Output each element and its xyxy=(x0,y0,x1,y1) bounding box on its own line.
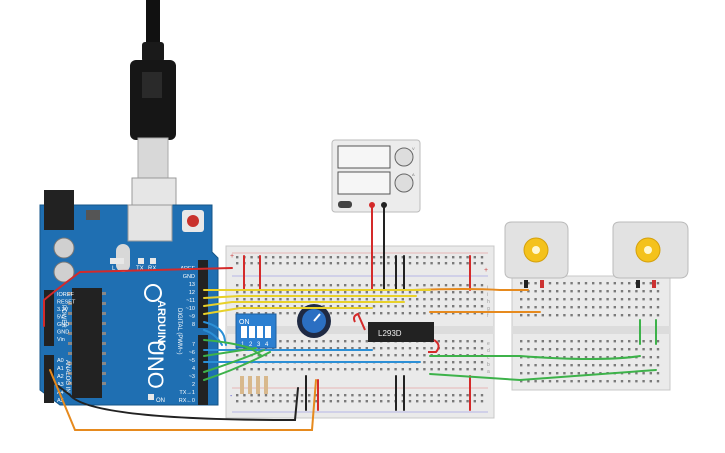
digital-pin-label: 8 xyxy=(192,322,195,328)
bb-row-letter: b xyxy=(487,362,490,368)
voltage-knob[interactable] xyxy=(394,147,414,167)
digital-pin-labels-bottom: 7 ~6 ~5 4 ~3 2TX→1RX←0 xyxy=(179,342,195,404)
analog-pin-label: A1 xyxy=(57,366,64,372)
led-tx-label: TX xyxy=(136,266,144,272)
bb-row-letter: h xyxy=(487,299,490,305)
wire-red-5v xyxy=(43,267,233,327)
digital-pin-label: 12 xyxy=(189,290,195,296)
digital-pin-label: TX→1 xyxy=(179,390,195,396)
potentiometer[interactable] xyxy=(297,304,331,338)
led-on xyxy=(148,394,154,400)
led-tx xyxy=(138,258,144,264)
power-pin-label: GND xyxy=(57,322,69,328)
analog-pin-label: A5 xyxy=(57,398,64,404)
digital-pin-label: 13 xyxy=(189,282,195,288)
digital-pin-label: ~10 xyxy=(186,306,195,312)
wire-blue-9 xyxy=(203,321,227,346)
bb-row-letter: d xyxy=(487,348,490,354)
led-l-label: L xyxy=(112,266,116,272)
dc-motor-right[interactable] xyxy=(612,221,689,288)
dip-number-1: 1 xyxy=(241,342,245,348)
power-header xyxy=(44,290,54,346)
power-pin-label: IOREF xyxy=(57,292,74,298)
bb-row-letter: f xyxy=(487,313,489,319)
analog-pin-label: A0 xyxy=(57,358,64,364)
arduino-board[interactable]: L TX RX ON ARDUINO UNO DIGITAL (PWM~) PO… xyxy=(39,190,219,406)
led-rx-label: RX xyxy=(148,266,156,272)
led-on-label: ON xyxy=(156,398,165,404)
digital-pin-label: ~5 xyxy=(189,358,195,364)
digital-pin-label: 2 xyxy=(192,382,195,388)
current-knob-label: A xyxy=(412,172,415,177)
led-l xyxy=(110,258,124,264)
bb-minus-label: - xyxy=(230,393,233,400)
bb-row-letter: e xyxy=(487,341,490,347)
current-display xyxy=(337,171,391,195)
bb-row-letter: g xyxy=(487,306,490,312)
chip-pins xyxy=(68,292,106,385)
bb-row-letter: c xyxy=(487,355,490,361)
power-pin-label: 3.3V xyxy=(57,307,69,313)
wire-green-motor xyxy=(429,355,641,360)
wire-black-gnd xyxy=(49,379,299,422)
digital-pin-label: ~9 xyxy=(189,314,195,320)
digital-pin-label: GND xyxy=(183,274,195,280)
wire-orange-analog xyxy=(49,369,317,431)
power-pin-label: Vin xyxy=(57,337,65,343)
bb-plus-label-right: + xyxy=(484,267,488,274)
voltage-display xyxy=(337,145,391,169)
digital-pin-label: ~11 xyxy=(186,298,195,304)
digital-header-bottom xyxy=(198,335,208,405)
bb-row-letter: i xyxy=(487,292,488,298)
digital-pin-label: ~6 xyxy=(189,350,195,356)
analog-title: ANALOG IN xyxy=(64,360,70,393)
chip-label: L293D xyxy=(378,329,402,338)
bb-plus-label: + xyxy=(230,253,234,260)
analog-pin-label: A3 xyxy=(57,382,64,388)
voltage-knob-label: V xyxy=(412,146,415,151)
power-pin-label: 5V xyxy=(57,315,64,321)
digital-pin-label: 7 xyxy=(192,342,195,348)
dip-switch[interactable]: ON 1 2 3 4 xyxy=(235,313,277,349)
dip-number-4: 4 xyxy=(265,342,269,348)
analog-pin-label: A2 xyxy=(57,374,64,380)
l293d-chip[interactable]: L293D xyxy=(353,312,440,353)
digital-pin-label: 4 xyxy=(192,366,195,372)
power-pin-label: RESET xyxy=(57,300,76,306)
power-switch[interactable] xyxy=(338,201,352,208)
wires xyxy=(43,204,657,431)
digital-pin-label: ~3 xyxy=(189,374,195,380)
dc-motor-left[interactable] xyxy=(504,221,569,288)
analog-header xyxy=(44,355,54,403)
motor-breadboard xyxy=(511,275,671,391)
digital-header-top xyxy=(198,260,208,328)
usb-cable xyxy=(130,0,177,227)
arduino-logo-icon xyxy=(144,284,162,302)
atmega-chip xyxy=(72,288,102,398)
dip-on-label: ON xyxy=(239,319,250,326)
current-knob[interactable] xyxy=(394,173,414,193)
dip-number-2: 2 xyxy=(249,342,253,348)
bb-row-letter: j xyxy=(486,285,488,291)
power-jack xyxy=(44,190,74,230)
power-title: POWER xyxy=(60,305,66,328)
usb-port xyxy=(127,204,173,242)
led-rx xyxy=(150,258,156,264)
digital-pin-label: RX←0 xyxy=(179,398,195,404)
arduino-model: UNO xyxy=(143,340,168,389)
arduino-brand: ARDUINO xyxy=(155,300,167,352)
resistor-bank xyxy=(240,376,268,394)
power-supply[interactable]: V A xyxy=(331,139,421,213)
power-pin-label: GND xyxy=(57,330,69,336)
bb-row-letter: a xyxy=(487,369,490,375)
digital-title: DIGITAL (PWM~) xyxy=(176,308,182,355)
dip-number-3: 3 xyxy=(257,342,261,348)
